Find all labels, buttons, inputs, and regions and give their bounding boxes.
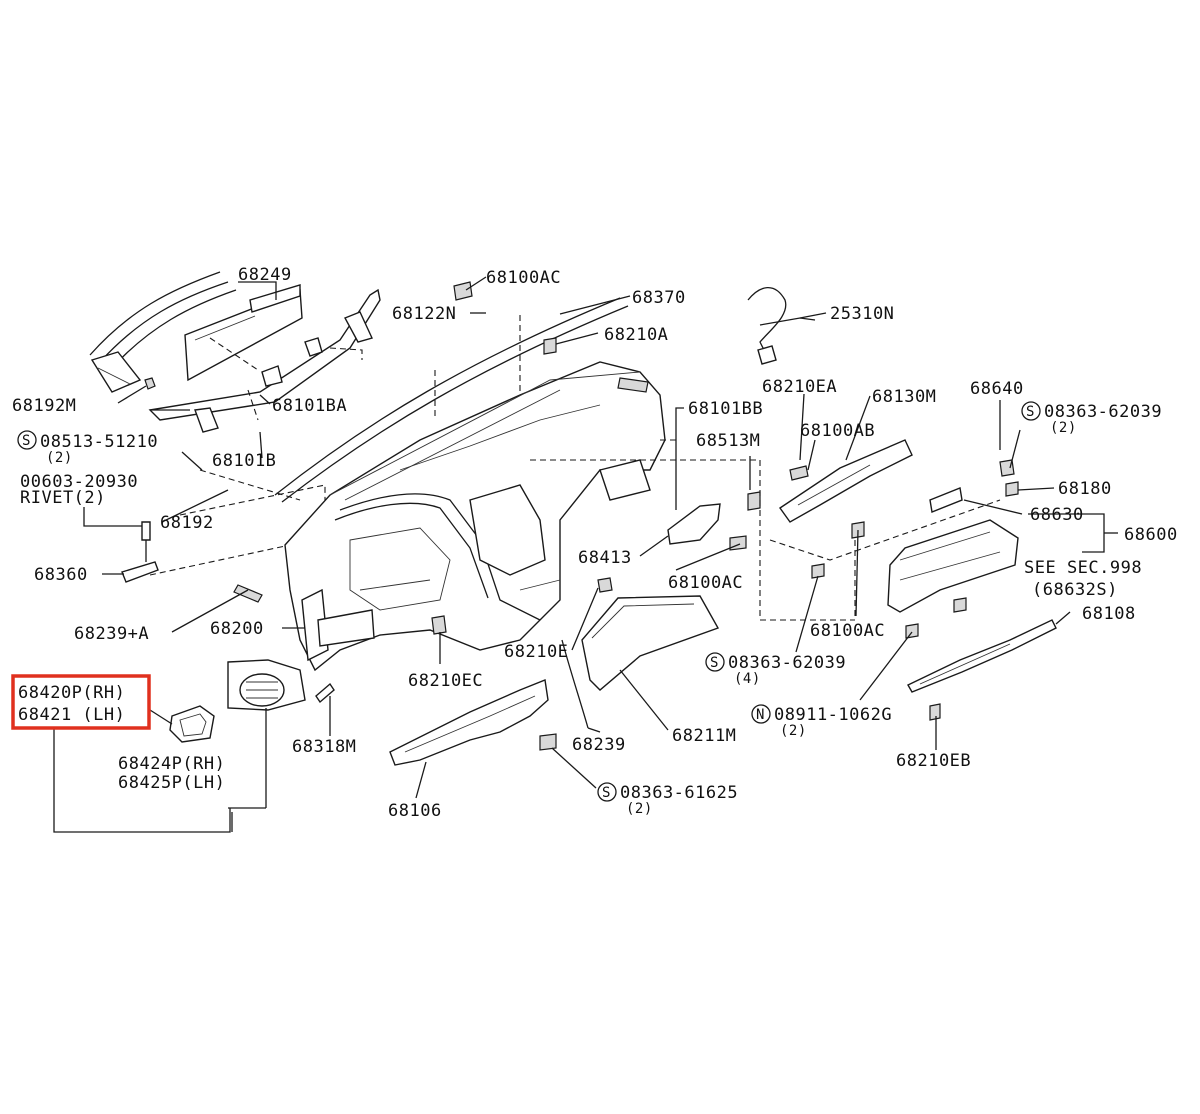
parts-artwork	[89, 271, 1057, 766]
label-68632S: (68632S)	[1032, 580, 1118, 600]
s-symbol-08363-mid: S	[705, 652, 725, 672]
screws-right	[811, 459, 1019, 721]
label-68424P: 68424P(RH)	[118, 754, 225, 774]
label-68370: 68370	[632, 288, 686, 308]
label-68630: 68630	[1030, 505, 1084, 525]
dash-support-bar	[144, 288, 381, 433]
label-08363-62039-mid: 08363-62039	[728, 653, 846, 673]
vent-housing	[227, 659, 306, 711]
label-68210E: 68210E	[504, 642, 568, 662]
svg-text:S: S	[602, 785, 611, 801]
clips	[431, 281, 747, 751]
label-68210EC: 68210EC	[408, 671, 483, 691]
label-68421: 68421 (LH)	[18, 705, 125, 725]
label-68200: 68200	[210, 619, 264, 639]
defroster-strip	[274, 297, 629, 503]
harness-25310N	[747, 286, 816, 365]
label-68413: 68413	[578, 548, 632, 568]
s-symbol-08363-bottom: S	[597, 782, 617, 802]
panel-68249	[184, 284, 303, 382]
svg-text:S: S	[1026, 404, 1035, 420]
screw-68318M	[315, 682, 335, 704]
label-68101BA: 68101BA	[272, 396, 347, 416]
dashed-leaders-right	[530, 439, 1001, 621]
s-symbol-08513: S	[17, 430, 37, 450]
label-68192: 68192	[160, 513, 214, 533]
label-08363-62039-right: 08363-62039	[1044, 402, 1162, 422]
label-68100AC-mid: 68100AC	[668, 573, 743, 593]
label-08363-bottom-qty: (2)	[626, 801, 653, 817]
svg-text:S: S	[22, 433, 31, 449]
label-68513M: 68513M	[696, 431, 760, 451]
label-68106: 68106	[388, 801, 442, 821]
label-08911-1062G: 08911-1062G	[774, 705, 892, 725]
label-68108: 68108	[1082, 604, 1136, 624]
label-68211M: 68211M	[672, 726, 736, 746]
label-68318M: 68318M	[292, 737, 356, 757]
label-68122N: 68122N	[392, 304, 456, 324]
bracket-68360	[121, 521, 159, 583]
label-68600: 68600	[1124, 525, 1178, 545]
label-68210EB: 68210EB	[896, 751, 971, 771]
label-68640: 68640	[970, 379, 1024, 399]
label-68210EA: 68210EA	[762, 377, 837, 397]
highlight-box	[11, 674, 151, 730]
lower-panel-68108	[907, 619, 1057, 693]
label-08513-51210: 08513-51210	[40, 432, 158, 452]
label-see-sec-998: SEE SEC.998	[1024, 558, 1142, 578]
label-68101B: 68101B	[212, 451, 276, 471]
bracket-68130M	[779, 439, 913, 523]
label-68210A: 68210A	[604, 325, 668, 345]
label-68425P: 68425P(LH)	[118, 773, 225, 793]
label-68180: 68180	[1058, 479, 1112, 499]
svg-text:S: S	[710, 655, 719, 671]
label-68239A: 68239+A	[74, 624, 149, 644]
bracket-68413	[667, 491, 761, 545]
label-68192M: 68192M	[12, 396, 76, 416]
label-08513-qty: (2)	[46, 450, 73, 466]
svg-text:N: N	[756, 707, 765, 723]
lower-cover-68106	[389, 679, 549, 766]
dashboard-body	[284, 361, 666, 672]
label-68239: 68239	[572, 735, 626, 755]
glove-box	[887, 487, 1019, 613]
label-68249: 68249	[238, 265, 292, 285]
label-08911-qty: (2)	[780, 723, 807, 739]
side-bracket-68200	[233, 584, 375, 662]
label-08363-right-qty: (2)	[1050, 420, 1077, 436]
label-68100AB: 68100AB	[800, 421, 875, 441]
part-labels: 68249 68100AC 68370 68122N 68210A 25310N…	[11, 265, 1178, 821]
label-08363-61625: 08363-61625	[620, 783, 738, 803]
vent-bezel	[169, 705, 215, 743]
label-00603-20930: 00603-20930	[20, 472, 138, 492]
label-68420P: 68420P(RH)	[18, 683, 125, 703]
label-68100AC-top: 68100AC	[486, 268, 561, 288]
label-68360: 68360	[34, 565, 88, 585]
n-symbol-08911: N	[751, 704, 771, 724]
label-68130M: 68130M	[872, 387, 936, 407]
windshield-frame	[89, 271, 237, 393]
label-68100AC-right: 68100AC	[810, 621, 885, 641]
meter-hood	[561, 595, 720, 729]
label-25310N: 25310N	[830, 304, 894, 324]
label-rivet: RIVET(2)	[20, 488, 106, 508]
label-68101BB: 68101BB	[688, 399, 763, 419]
leader-lines	[53, 276, 1118, 833]
s-symbol-08363-right: S	[1021, 401, 1041, 421]
label-08363-mid-qty: (4)	[734, 671, 761, 687]
